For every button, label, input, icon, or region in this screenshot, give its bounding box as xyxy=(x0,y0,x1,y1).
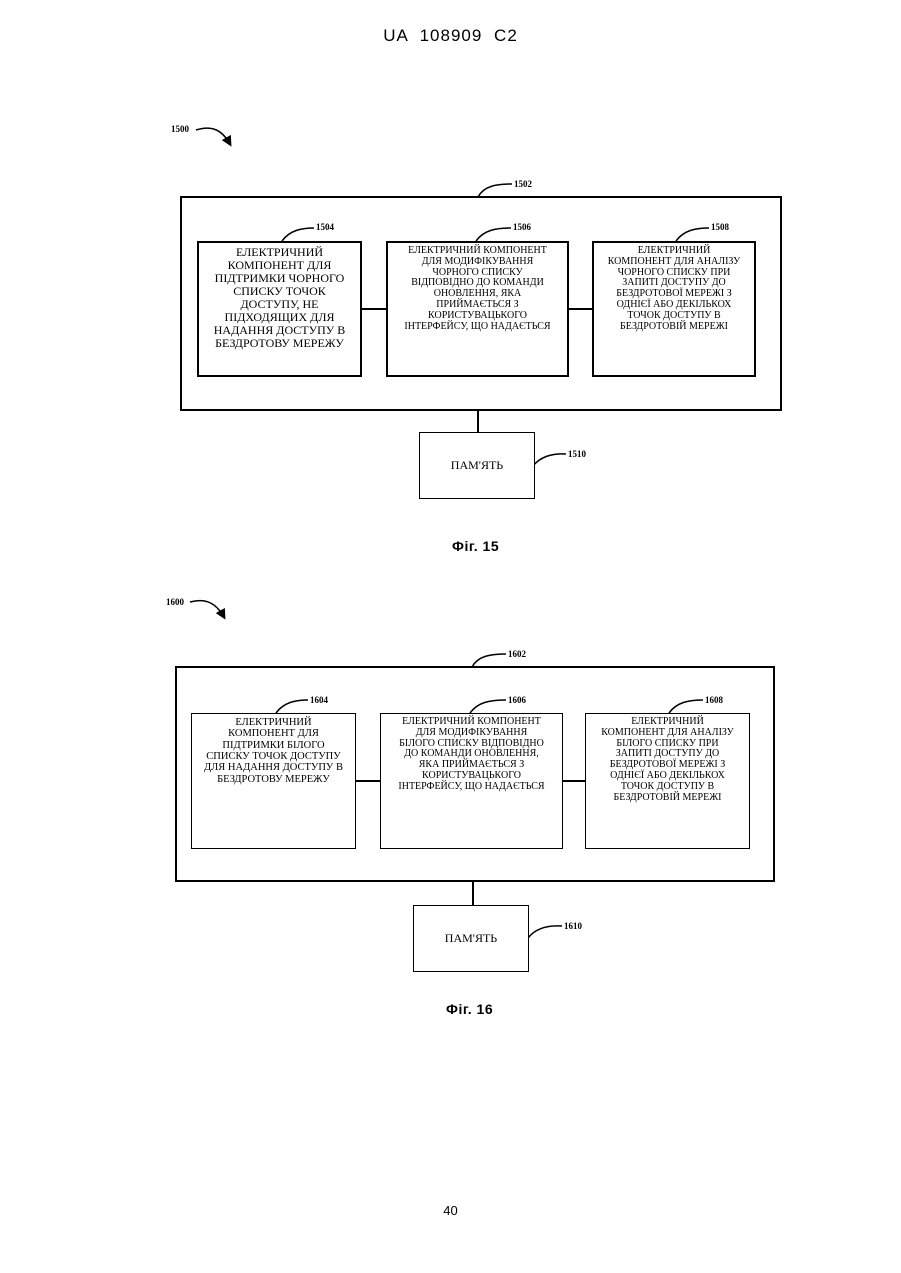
figure-16-caption: Фіг. 16 xyxy=(446,1001,493,1017)
fig15-component-2-reference: 1506 xyxy=(513,222,531,232)
fig15-blacklist-analyze-component: ЕЛЕКТРИЧНИЙ КОМПОНЕНТ ДЛЯ АНАЛІЗУ ЧОРНОГ… xyxy=(592,241,756,377)
fig16-memory-connector xyxy=(472,881,474,906)
fig15-blacklist-maintain-component: ЕЛЕКТРИЧНИЙ КОМПОНЕНТ ДЛЯ ПІДТРИМКИ ЧОРН… xyxy=(197,241,362,377)
fig16-whitelist-modify-component: ЕЛЕКТРИЧНИЙ КОМПОНЕНТ ДЛЯ МОДИФІКУВАННЯ … xyxy=(380,713,563,849)
fig16-component-1-reference: 1604 xyxy=(310,695,328,705)
fig15-component-3-reference: 1508 xyxy=(711,222,729,232)
fig15-memory-connector xyxy=(477,410,479,433)
fig16-component-3-reference: 1608 xyxy=(705,695,723,705)
fig16-memory-reference: 1610 xyxy=(564,921,582,931)
page-number: 40 xyxy=(0,1203,901,1218)
fig16-memory-label: ПАМ'ЯТЬ xyxy=(445,931,497,946)
fig16-whitelist-analyze-component: ЕЛЕКТРИЧНИЙ КОМПОНЕНТ ДЛЯ АНАЛІЗУ БІЛОГО… xyxy=(585,713,750,849)
fig15-system-reference: 1502 xyxy=(514,179,532,189)
fig16-memory-box: ПАМ'ЯТЬ xyxy=(413,905,529,972)
fig15-connector-1 xyxy=(361,308,387,310)
figure-16-reference: 1600 xyxy=(166,597,184,607)
fig15-blacklist-modify-component: ЕЛЕКТРИЧНИЙ КОМПОНЕНТ ДЛЯ МОДИФІКУВАННЯ … xyxy=(386,241,569,377)
fig16-system-reference: 1602 xyxy=(508,649,526,659)
fig15-memory-reference: 1510 xyxy=(568,449,586,459)
fig15-connector-2 xyxy=(568,308,593,310)
fig15-component-1-reference: 1504 xyxy=(316,222,334,232)
figure-15-reference: 1500 xyxy=(171,124,189,134)
fig16-connector-1 xyxy=(355,780,381,782)
fig16-whitelist-maintain-component: ЕЛЕКТРИЧНИЙ КОМПОНЕНТ ДЛЯ ПІДТРИМКИ БІЛО… xyxy=(191,713,356,849)
fig15-memory-label: ПАМ'ЯТЬ xyxy=(451,458,503,473)
figure-15-caption: Фіг. 15 xyxy=(452,538,499,554)
document-header: UA 108909 C2 xyxy=(0,26,901,46)
fig16-connector-2 xyxy=(562,780,586,782)
fig15-memory-box: ПАМ'ЯТЬ xyxy=(419,432,535,499)
fig16-component-2-reference: 1606 xyxy=(508,695,526,705)
